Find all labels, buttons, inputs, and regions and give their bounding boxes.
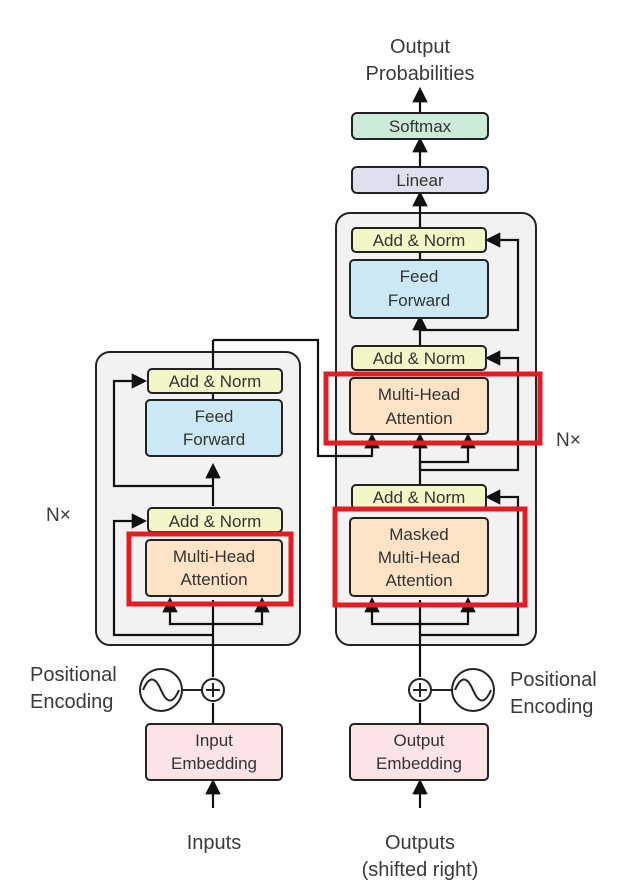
output-embedding-box	[349, 723, 489, 781]
output-embedding-line2: Embedding	[376, 754, 462, 773]
decoder-nx-label: N×	[556, 430, 581, 451]
input-embedding-line2: Embedding	[171, 754, 257, 773]
encoder-feed-forward-line1: Feed	[195, 407, 234, 426]
right-positional-line1: Positional	[510, 669, 597, 691]
decoder-masked-attention-box	[349, 517, 489, 597]
encoder-attention-box	[145, 539, 283, 597]
decoder-cross-attention-box	[349, 377, 489, 435]
decoder-feed-forward-box	[349, 259, 489, 319]
inputs-label: Inputs	[187, 832, 241, 854]
encoder-attention-line1: Multi-Head	[173, 547, 255, 566]
highlight-decoder-cross-attention	[323, 371, 543, 446]
output-embedding-line1: Output	[393, 731, 444, 750]
decoder-add-norm-mid: Add & Norm	[373, 349, 466, 368]
input-embedding-box	[145, 723, 283, 781]
softmax-box	[351, 112, 489, 140]
decoder-feed-forward-line2: Forward	[388, 291, 450, 310]
left-positional-encoding-icon	[139, 668, 202, 712]
decoder-masked-attention-line2: Multi-Head	[378, 548, 460, 567]
encoder-add-norm-top: Add & Norm	[169, 372, 262, 391]
decoder-masked-attention-line3: Attention	[385, 571, 452, 590]
decoder-add-norm-top: Add & Norm	[373, 231, 466, 250]
linear-box	[351, 166, 489, 194]
left-positional-line1: Positional	[30, 664, 117, 686]
encoder-attention-line2: Attention	[180, 570, 247, 589]
outputs-label-line2: (shifted right)	[362, 859, 479, 881]
decoder-cross-attention-line1: Multi-Head	[378, 385, 460, 404]
output-probabilities-line1: Output	[390, 36, 450, 58]
left-add-icon	[201, 678, 225, 702]
decoder-add-norm-bottom: Add & Norm	[373, 488, 466, 507]
encoder-feed-forward-line2: Forward	[183, 430, 245, 449]
decoder-add-norm-mid-box	[351, 345, 487, 371]
left-positional-line2: Encoding	[30, 691, 113, 713]
input-embedding-line1: Input	[195, 731, 233, 750]
decoder-feed-forward-line1: Feed	[400, 267, 439, 286]
decoder-add-norm-top-box	[351, 227, 487, 253]
linear-label: Linear	[396, 171, 444, 190]
right-positional-encoding-icon	[431, 668, 495, 712]
output-probabilities-line2: Probabilities	[366, 63, 475, 85]
highlight-encoder-attention	[126, 531, 294, 607]
encoder-feed-forward-box	[145, 399, 283, 457]
outputs-label-line1: Outputs	[385, 832, 455, 854]
decoder-masked-attention-line1: Masked	[389, 525, 449, 544]
softmax-label: Softmax	[389, 117, 452, 136]
decoder-cross-attention-line2: Attention	[385, 409, 452, 428]
encoder-add-norm-bottom: Add & Norm	[169, 512, 262, 531]
encoder-nx-label: N×	[46, 505, 71, 526]
right-positional-line2: Encoding	[510, 696, 593, 718]
right-add-icon	[408, 678, 432, 702]
encoder-add-norm-top-box	[147, 368, 283, 394]
highlight-decoder-masked-attention	[332, 506, 528, 608]
